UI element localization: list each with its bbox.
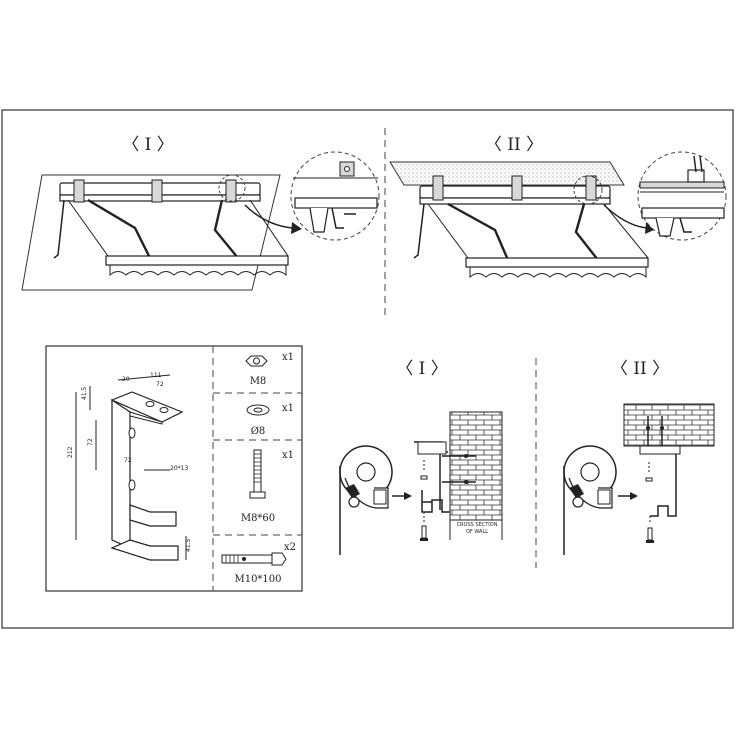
arrow-head-1 (291, 222, 302, 234)
bracket-drawing (75, 374, 187, 561)
part-qty-washer: x1 (282, 403, 294, 414)
part-name-nut: M8 (250, 376, 267, 387)
wall-mount-section (339, 411, 503, 555)
wall-note-line2: OF WALL (466, 529, 488, 535)
zoom-arrow-2 (603, 204, 647, 229)
outer-frame (1, 109, 734, 629)
part-qty-anchor: x2 (284, 542, 296, 553)
zoom-detail-wall-bracket (290, 151, 380, 241)
dim-72-side: 72 (87, 438, 94, 446)
dim-111: 111 (150, 372, 162, 379)
part-name-anchor: M10*100 (234, 574, 281, 585)
awning-ceiling-mount-view (389, 161, 649, 279)
nut-icon (245, 355, 268, 367)
awning-wall-mount-view (21, 174, 289, 291)
dim-20: 20 (122, 376, 130, 383)
title-top-left: 〈 I 〉 (122, 135, 174, 155)
dim-72-top: 72 (156, 381, 164, 388)
washer-icon (246, 404, 270, 416)
bolt-icon (249, 449, 266, 499)
zoom-detail-ceiling-bracket (637, 151, 727, 241)
title-top-right: 〈 II 〉 (485, 135, 543, 155)
anchor-bolt-icon (221, 552, 287, 566)
arrow-head-2 (645, 222, 656, 234)
dim-41-5-bottom: 41.5 (185, 538, 192, 552)
title-bottom-mid: 〈 I 〉 (396, 359, 448, 379)
part-name-bolt: M8*60 (241, 513, 275, 524)
title-bottom-right: 〈 II 〉 (611, 359, 669, 379)
dim-72-mid: 72 (124, 457, 132, 464)
wall-note-line1: CROSS SECTION (457, 522, 498, 528)
zoom-arrow-1 (244, 204, 293, 229)
dim-41-5: 41.5 (81, 386, 88, 400)
part-name-washer: Ø8 (251, 426, 266, 437)
part-qty-bolt: x1 (282, 450, 294, 461)
dim-20x13: 20*13 (170, 465, 188, 472)
part-qty-nut: x1 (282, 352, 294, 363)
dim-212: 212 (67, 446, 74, 458)
ceiling-mount-section (563, 403, 715, 555)
